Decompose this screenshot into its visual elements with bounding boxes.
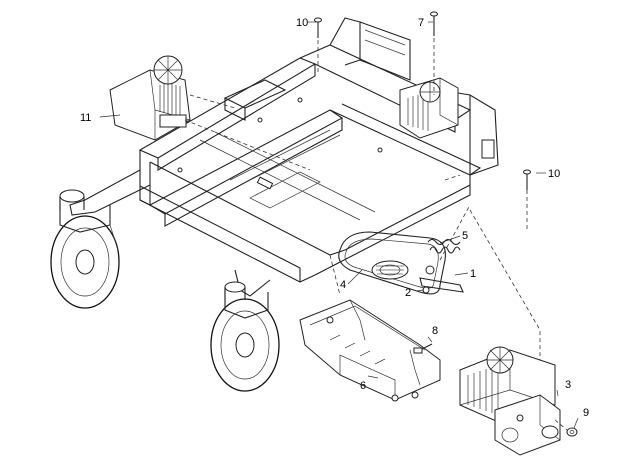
transaxle-pump bbox=[459, 346, 561, 456]
callout-4: 4 bbox=[340, 279, 346, 291]
callout-9: 9 bbox=[583, 407, 589, 419]
callout-10-upper: 10 bbox=[296, 17, 308, 29]
idler-pulley bbox=[371, 260, 409, 280]
callout-2: 2 bbox=[405, 287, 411, 299]
hydro-pump-right-upper bbox=[399, 77, 459, 139]
callout-8: 8 bbox=[432, 325, 438, 337]
idler-spring bbox=[427, 238, 461, 254]
callout-labels: 10 7 11 10 5 4 1 2 8 6 3 9 bbox=[80, 17, 589, 419]
nut-9 bbox=[566, 427, 578, 437]
caster-wheel-left bbox=[50, 189, 120, 309]
callout-3: 3 bbox=[565, 379, 571, 391]
bolt-7 bbox=[430, 11, 438, 36]
callout-5: 5 bbox=[462, 230, 468, 242]
bolt-10-right bbox=[523, 169, 531, 190]
bolt-10-upper bbox=[314, 17, 322, 38]
bolt-8 bbox=[413, 343, 433, 354]
assembly-guide-lines bbox=[184, 38, 568, 431]
callout-10-right: 10 bbox=[548, 168, 560, 180]
drive-belt bbox=[338, 231, 446, 295]
callout-1: 1 bbox=[470, 268, 476, 280]
hydro-pump-left bbox=[109, 55, 191, 141]
caster-wheel-right bbox=[210, 281, 280, 392]
leader-lines bbox=[99, 21, 579, 429]
callout-7: 7 bbox=[418, 17, 424, 29]
callout-6: 6 bbox=[360, 380, 366, 392]
callout-11: 11 bbox=[80, 112, 91, 124]
idler-arm bbox=[419, 265, 464, 294]
deck-mount bbox=[299, 299, 441, 402]
